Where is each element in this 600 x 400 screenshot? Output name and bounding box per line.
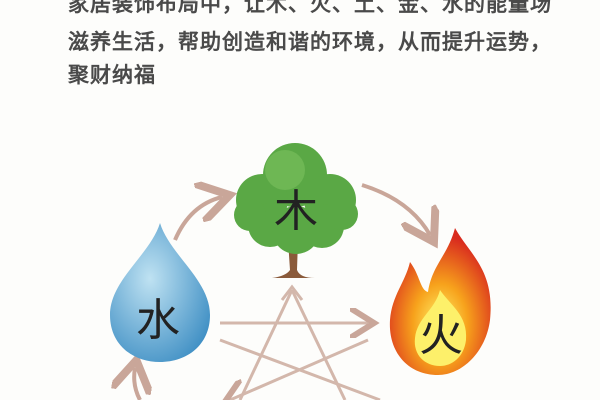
caption-line-3: 聚财纳福: [68, 62, 156, 87]
arrow-wood-to-fire: [361, 183, 430, 235]
arrow-to-water: [134, 368, 140, 400]
water-label: 水: [136, 295, 180, 346]
caption-line-2: 滋养生活，帮助创造和谐的环境，从而提升运势，: [68, 29, 552, 54]
fire-label: 火: [419, 310, 463, 361]
wood-label: 木: [274, 186, 318, 237]
wood-tree-icon: [234, 143, 358, 278]
arrow-water-to-wood: [173, 197, 222, 241]
caption-line-1: 家居装饰布局中，让木、火、土、金、水的能量场: [68, 0, 552, 16]
water-drop-icon: [110, 223, 210, 362]
star-lines: [220, 289, 381, 400]
